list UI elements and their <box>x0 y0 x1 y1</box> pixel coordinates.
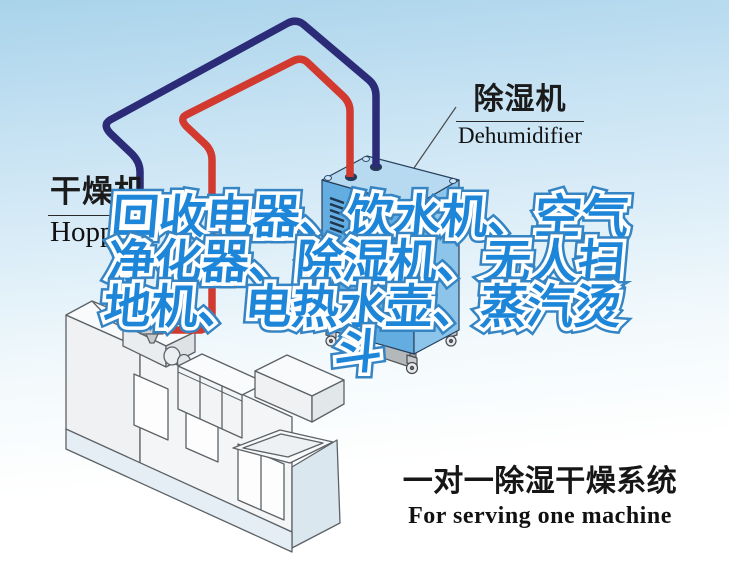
promo-line-3: 地机、电热水壶、蒸汽烫 地机、电热水壶、蒸汽烫 地机、电热水壶、蒸汽烫 <box>96 274 630 339</box>
system-caption-cn: 一对一除湿干燥系统 <box>402 465 678 498</box>
return-air-pipe <box>102 17 380 300</box>
dry-air-pipe <box>158 55 354 334</box>
promo-overlay-text: 回收电器、饮水机、空气 回收电器、饮水机、空气 回收电器、饮水机、空气 净化器、… <box>0 184 729 384</box>
dehumidifier-label-en: Dehumidifier <box>458 123 582 148</box>
promo-line-2: 净化器、除湿机、无人扫 净化器、除湿机、无人扫 净化器、除湿机、无人扫 <box>100 229 634 294</box>
hopper-dryer-label-en: Hopper <box>50 216 137 248</box>
dry-air-pipe-coupler <box>204 225 218 235</box>
vent-grille <box>329 196 345 271</box>
system-caption: 一对一除湿干燥系统 For serving one machine <box>388 456 692 530</box>
hopper-dryer-label: 干燥机 Hopper <box>48 166 180 249</box>
dehumidifier-leader-line <box>413 106 457 169</box>
dehumidifier-label-rule <box>456 121 584 122</box>
dehumidifier-unit-illustration <box>321 155 460 375</box>
promo-line-1: 回收电器、饮水机、空气 回收电器、饮水机、空气 回收电器、饮水机、空气 <box>104 184 638 249</box>
system-caption-en: For serving one machine <box>408 503 672 529</box>
promo-line-4: 斗 斗 斗 <box>327 319 391 384</box>
dehumidifier-label-cn: 除湿机 <box>473 83 567 116</box>
hopper-label-rule <box>48 215 176 216</box>
dehumidifier-label: 除湿机 Dehumidifier <box>456 74 584 149</box>
hopper-dryer-label-cn: 干燥机 <box>50 174 146 209</box>
